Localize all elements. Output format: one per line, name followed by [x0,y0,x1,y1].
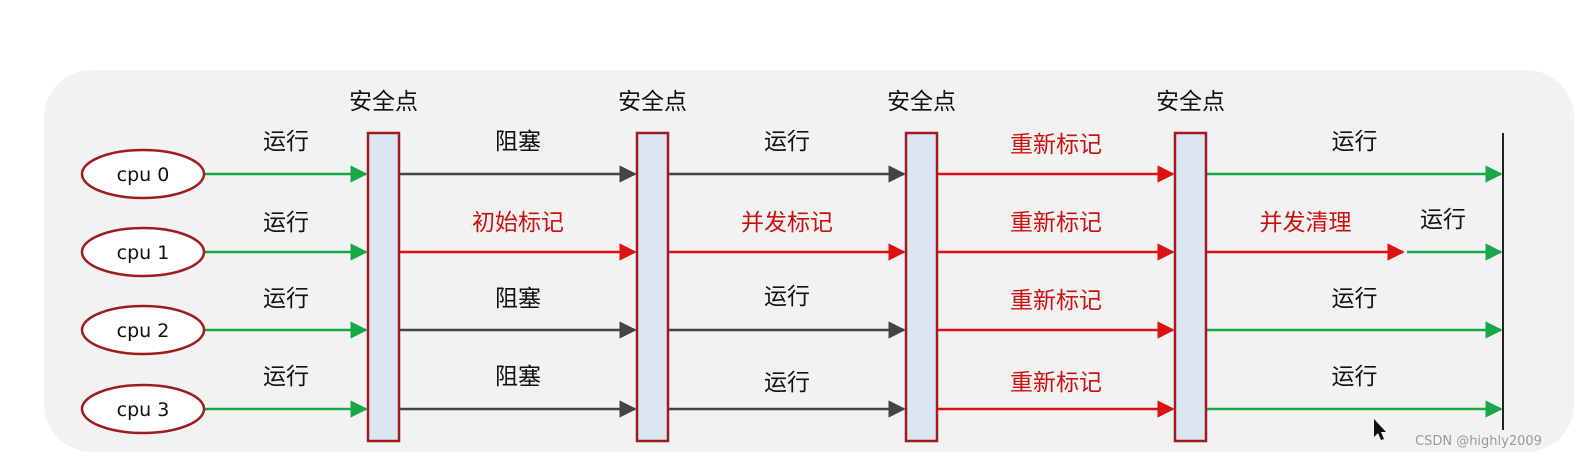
safepoint-bar-0 [366,131,401,443]
segment-label-cpu3-seg0: 运行 [263,364,309,390]
watermark-text: CSDN @highly2009 [1415,434,1542,449]
mouse-cursor-icon [1374,419,1386,440]
safepoint-label-2: 安全点 [887,89,956,115]
safepoint-label-0: 安全点 [349,89,418,115]
cpu-label-1: cpu 1 [117,242,170,264]
segment-label-cpu0-seg2: 运行 [764,129,810,155]
safepoint-bar-2 [904,131,939,443]
cpu-node-1 [80,226,206,278]
segment-label-cpu1-seg0: 运行 [263,210,309,236]
cpu-label-0: cpu 0 [117,164,170,186]
cpu-layer: cpu 0 cpu 1 cpu 2 cpu 3 [80,148,206,435]
segment-label-cpu2-seg1: 阻塞 [495,286,541,312]
label-layer: 安全点安全点安全点安全点运行阻塞运行重新标记运行运行初始标记并发标记重新标记并发… [263,89,1466,396]
segment-label-cpu0-seg0: 运行 [263,129,309,155]
segment-label-cpu1-seg4-extra: 运行 [1420,207,1466,233]
segment-label-cpu2-seg3: 重新标记 [1010,288,1102,314]
safepoint-label-1: 安全点 [618,89,687,115]
safepoint-bar-3 [1173,131,1208,443]
cpu-label-3: cpu 3 [117,399,170,421]
segment-label-cpu0-seg4: 运行 [1332,129,1378,155]
cpu-node-2 [80,304,206,356]
segment-label-cpu0-seg3: 重新标记 [1010,132,1102,158]
segment-label-cpu1-seg3: 重新标记 [1010,210,1102,236]
segment-label-cpu1-seg1: 初始标记 [472,210,564,236]
segment-label-cpu3-seg2: 运行 [764,370,810,396]
segment-label-cpu1-seg2: 并发标记 [741,210,833,236]
segment-label-cpu3-seg1: 阻塞 [495,364,541,390]
segment-label-cpu1-seg4: 并发清理 [1260,210,1352,236]
segment-label-cpu3-seg4: 运行 [1332,364,1378,390]
arrow-layer [204,165,1503,418]
safepoint-label-3: 安全点 [1156,89,1225,115]
safepoint-bar-1 [635,131,670,443]
segment-label-cpu0-seg1: 阻塞 [495,129,541,155]
segment-label-cpu2-seg2: 运行 [764,284,810,310]
cpu-node-3 [80,383,206,435]
segment-label-cpu2-seg4: 运行 [1332,286,1378,312]
segment-label-cpu3-seg3: 重新标记 [1010,370,1102,396]
segment-label-cpu2-seg0: 运行 [263,286,309,312]
cpu-node-0 [80,148,206,200]
cpu-label-2: cpu 2 [117,320,170,342]
safepoint-layer [366,131,1208,443]
